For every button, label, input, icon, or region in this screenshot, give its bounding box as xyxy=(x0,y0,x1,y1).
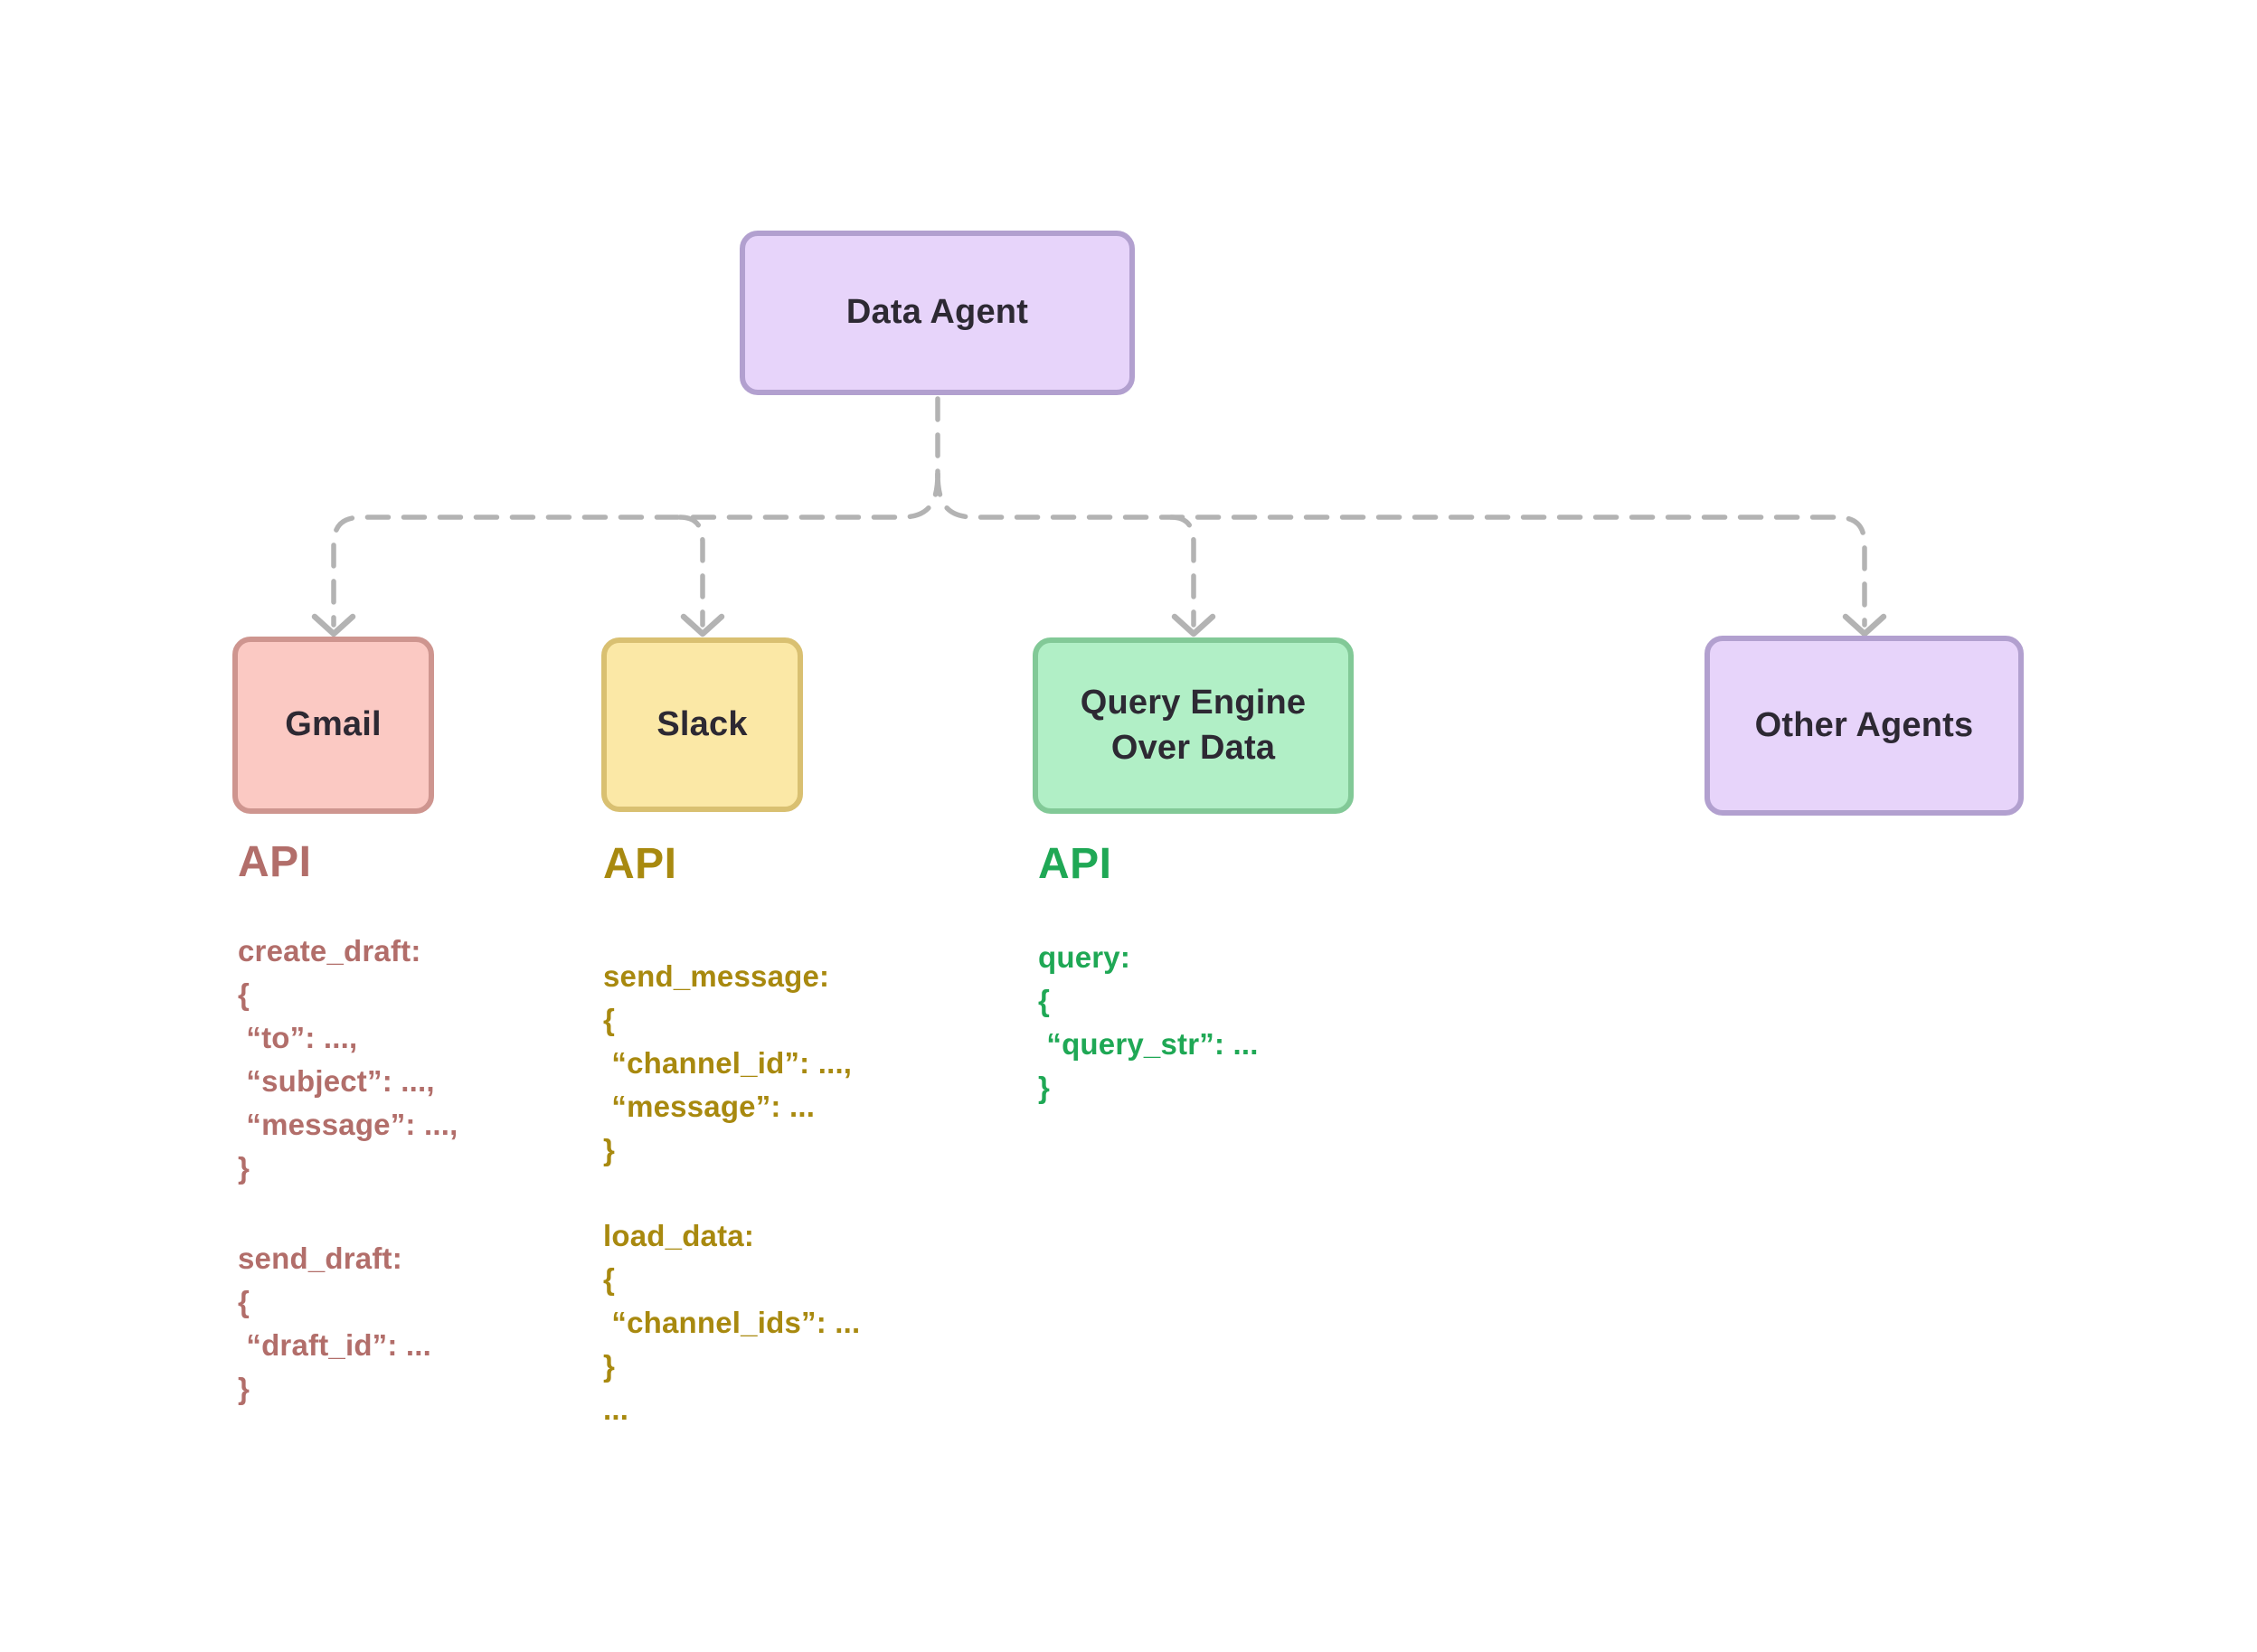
api-code-slack-send-message: send_message: { “channel_id”: ..., “mess… xyxy=(603,959,853,1166)
node-label: Gmail xyxy=(285,705,382,744)
connector-drop-slack xyxy=(677,514,705,628)
node-label: Data Agent xyxy=(845,293,1029,332)
api-heading-gmail: API xyxy=(238,838,312,886)
connector-drop-query xyxy=(1168,514,1196,628)
api-code-gmail-create-draft: create_draft: { “to”: ..., “subject”: ..… xyxy=(238,934,458,1185)
node-query-engine: Query Engine Over Data xyxy=(1033,637,1354,814)
node-gmail: Gmail xyxy=(232,637,434,814)
node-label: Slack xyxy=(656,704,748,743)
node-label: Other Agents xyxy=(1754,705,1974,744)
connector-branch-left xyxy=(331,471,940,628)
connector-branch-right xyxy=(935,471,1867,628)
api-code-query: query: { “query_str”: ... } xyxy=(1038,940,1259,1104)
api-heading-query: API xyxy=(1038,840,1112,888)
arrow-down-icon xyxy=(311,613,356,637)
node-other-agents: Other Agents xyxy=(1705,636,2024,816)
arrow-down-icon xyxy=(680,613,725,637)
node-label: Query Engine Over Data xyxy=(1080,684,1307,767)
node-slack: Slack xyxy=(601,637,803,812)
arrow-down-icon xyxy=(1171,613,1216,637)
arrow-down-icon xyxy=(1842,613,1887,637)
api-code-slack-load-data: load_data: { “channel_ids”: ... } ... xyxy=(603,1219,861,1426)
node-data-agent: Data Agent xyxy=(740,231,1135,395)
api-code-gmail-send-draft: send_draft: { “draft_id”: ... } xyxy=(238,1241,432,1405)
api-heading-slack: API xyxy=(603,840,677,888)
